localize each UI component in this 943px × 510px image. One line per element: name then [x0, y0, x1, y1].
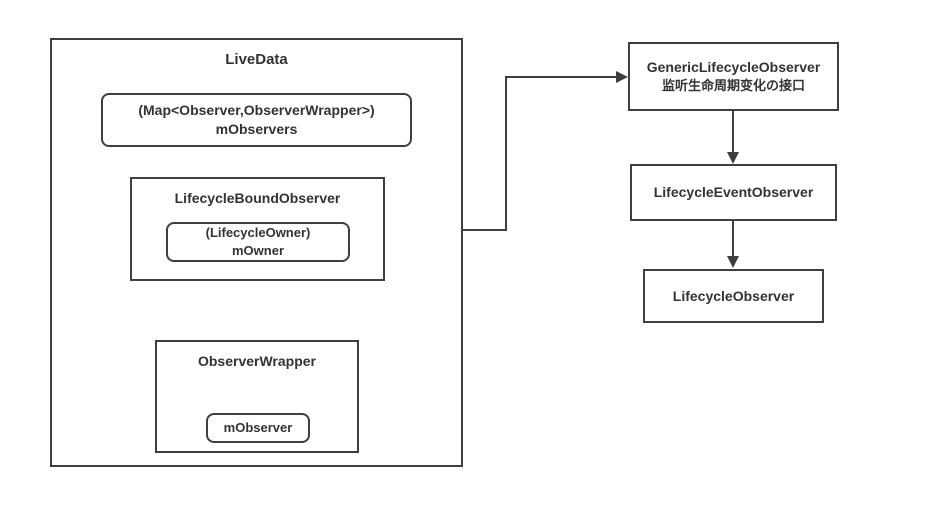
node-mowner: (LifecycleOwner) mOwner — [166, 222, 350, 262]
node-mowner-line2: mOwner — [231, 243, 284, 258]
node-lifecycle-event-observer: LifecycleEventObserver — [630, 164, 837, 221]
node-mobserver: mObserver — [206, 413, 310, 443]
node-mobservers-line2: mObservers — [215, 121, 298, 137]
node-generic-lifecycle-observer-line2: 监听生命周期变化の接口 — [661, 78, 805, 94]
node-mobservers: (Map<Observer,ObserverWrapper>) mObserve… — [101, 93, 412, 147]
node-lifecycle-event-observer-label: LifecycleEventObserver — [653, 184, 814, 201]
node-lifecycle-bound-observer-title: LifecycleBoundObserver — [174, 190, 341, 206]
edge-bound-to-generic-arrowhead — [616, 71, 628, 83]
node-livedata-title: LiveData — [225, 51, 288, 68]
edge-event-to-observer-arrowhead — [727, 256, 739, 268]
node-generic-lifecycle-observer-line1: GenericLifecycleObserver — [646, 59, 821, 76]
node-mobservers-line1: (Map<Observer,ObserverWrapper>) — [138, 102, 375, 119]
node-lifecycle-observer-label: LifecycleObserver — [672, 287, 795, 304]
node-generic-lifecycle-observer: GenericLifecycleObserver 监听生命周期变化の接口 — [628, 42, 839, 111]
node-observer-wrapper-title: ObserverWrapper — [197, 353, 316, 369]
node-mobserver-label: mObserver — [223, 420, 293, 436]
edge-generic-to-event-arrowhead — [727, 152, 739, 164]
node-mowner-line1: (LifecycleOwner) — [205, 225, 311, 241]
node-lifecycle-observer: LifecycleObserver — [643, 269, 824, 323]
